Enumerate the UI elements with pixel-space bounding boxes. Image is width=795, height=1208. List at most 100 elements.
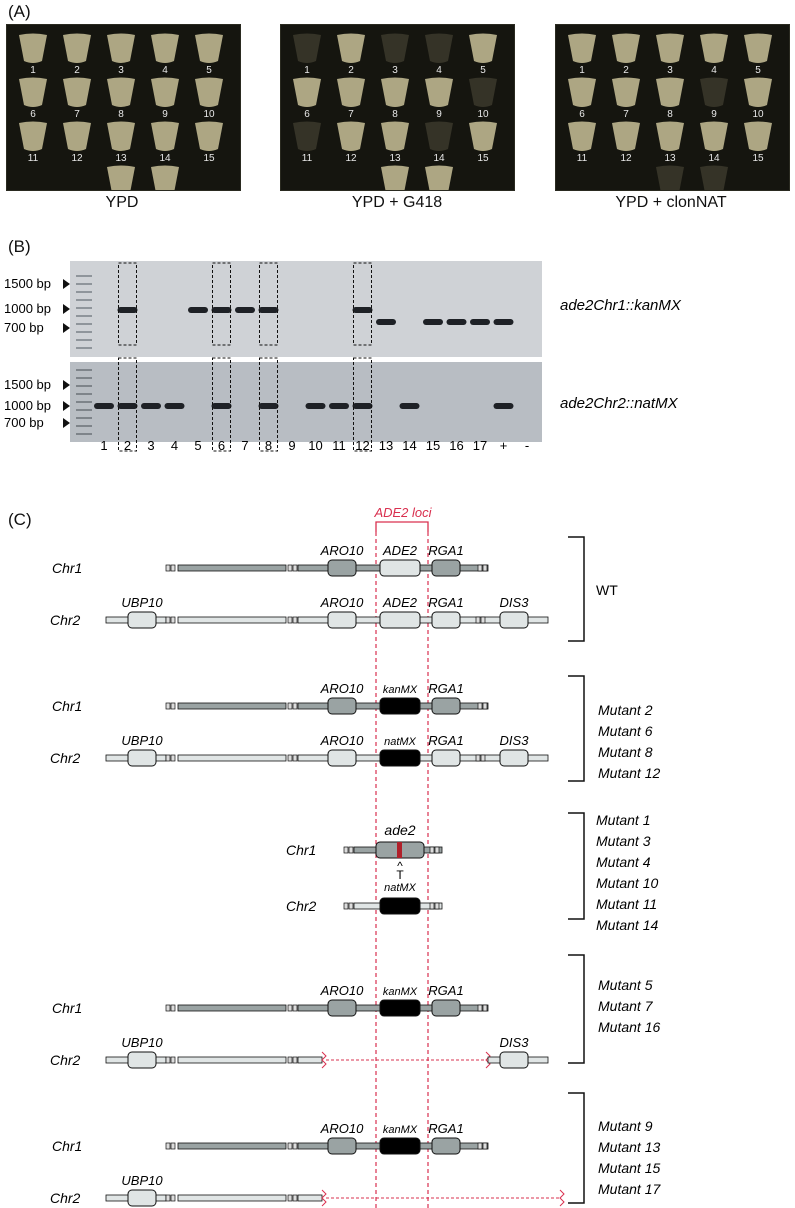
spot-number: 5 bbox=[755, 65, 761, 76]
chrom-break bbox=[482, 564, 488, 572]
chr2-label: Chr2 bbox=[286, 898, 317, 914]
chrom-break bbox=[287, 702, 293, 710]
gene-kanmx-label: kanMX bbox=[383, 986, 418, 998]
gel-figure: 1500 bp 1000 bp 700 bp 1500 bp 1000 bp 7… bbox=[4, 261, 682, 453]
chrom-break bbox=[292, 564, 298, 572]
gene-kanmx bbox=[379, 999, 421, 1017]
mutant-label: Mutant 3 bbox=[596, 833, 651, 849]
chrom-break bbox=[477, 1004, 483, 1012]
mutant-label: Mutant 2 bbox=[598, 702, 653, 718]
spot-number: 9 bbox=[711, 109, 717, 120]
ladder-lane bbox=[76, 275, 92, 435]
chrom-break bbox=[287, 1004, 293, 1012]
gene-rga1-label: RGA1 bbox=[428, 543, 463, 558]
yeast-spot bbox=[612, 33, 640, 63]
marker-arrow bbox=[63, 304, 70, 314]
spot-number: 13 bbox=[389, 153, 401, 164]
yeast-spot bbox=[63, 33, 91, 63]
yeast-spot bbox=[151, 33, 179, 63]
marker-arrow bbox=[63, 380, 70, 390]
chrom-break bbox=[429, 902, 435, 910]
spot-number: 5 bbox=[206, 65, 212, 76]
yeast-spot bbox=[744, 33, 772, 63]
lane-box-bottom-2 bbox=[118, 357, 137, 452]
spot-number: 1 bbox=[30, 65, 36, 76]
gene-rga1-label: RGA1 bbox=[428, 1121, 463, 1136]
gene-aro10 bbox=[327, 559, 357, 577]
chr2-diagram: UBP10 bbox=[105, 1173, 565, 1207]
lane-label-8: 8 bbox=[265, 438, 272, 453]
gene-dis3 bbox=[499, 611, 529, 629]
band-bottom-lane-6 bbox=[211, 403, 232, 409]
yeast-spot bbox=[700, 33, 728, 63]
yeast-spot bbox=[568, 121, 596, 151]
chrom-break bbox=[482, 1004, 488, 1012]
mutant-label: Mutant 9 bbox=[598, 1118, 653, 1134]
gene-aro10-label: ARO10 bbox=[320, 733, 364, 748]
yeast-spot bbox=[195, 33, 223, 63]
band-top-lane-2 bbox=[117, 307, 138, 313]
yeast-spot bbox=[151, 77, 179, 107]
chr1-arm bbox=[177, 702, 287, 710]
yeast-spot bbox=[19, 77, 47, 107]
lane-label-9: 9 bbox=[288, 438, 295, 453]
mutant-label: Mutant 7 bbox=[598, 998, 654, 1014]
mutant-label: Mutant 12 bbox=[598, 765, 660, 781]
snp-label: T bbox=[396, 868, 404, 882]
yeast-spot bbox=[337, 121, 365, 151]
gel-bottom bbox=[70, 362, 542, 442]
chrom-break bbox=[477, 1142, 483, 1150]
spot-number: 3 bbox=[118, 65, 124, 76]
chrom-break bbox=[165, 1194, 171, 1202]
mutant-label: Mutant 14 bbox=[596, 917, 658, 933]
gene-rga1-label: RGA1 bbox=[428, 983, 463, 998]
spot-number: 3 bbox=[392, 65, 398, 76]
yeast-spot bbox=[612, 77, 640, 107]
spot-number: 9 bbox=[162, 109, 168, 120]
gene-natmx-label: natMX bbox=[384, 882, 416, 894]
chrom-break bbox=[429, 846, 435, 854]
gene-dis3-label: DIS3 bbox=[500, 733, 530, 748]
chrom-break bbox=[165, 702, 171, 710]
band-bottom-lane-12 bbox=[352, 403, 373, 409]
chrom-break bbox=[348, 902, 354, 910]
spot-number: 7 bbox=[74, 109, 80, 120]
chr1-label: Chr1 bbox=[286, 842, 316, 858]
lane-boxes bbox=[118, 262, 372, 452]
gene-ubp10-label: UBP10 bbox=[121, 1035, 163, 1050]
gene-ade2 bbox=[379, 611, 421, 629]
chr1-label: Chr1 bbox=[52, 1138, 82, 1154]
chrom-break bbox=[434, 902, 440, 910]
gel-top bbox=[70, 261, 542, 357]
gel-top-label: ade2Chr1::kanMX bbox=[560, 297, 682, 314]
chrom-break bbox=[292, 1142, 298, 1150]
chrom-break bbox=[287, 564, 293, 572]
yeast-spot bbox=[656, 33, 684, 63]
yeast-spot bbox=[195, 121, 223, 151]
chrom-break bbox=[482, 702, 488, 710]
band-bottom-lane-4 bbox=[164, 403, 185, 409]
yeast-spot bbox=[293, 121, 321, 151]
gene-ubp10-label: UBP10 bbox=[121, 733, 163, 748]
gene-dis3 bbox=[499, 749, 529, 767]
spot-number: 2 bbox=[348, 65, 354, 76]
spot-number: 2 bbox=[623, 65, 629, 76]
yeast-spot bbox=[151, 165, 179, 195]
chr2-segment bbox=[297, 1056, 323, 1064]
gene-rga1 bbox=[431, 749, 461, 767]
yeast-spot bbox=[469, 33, 497, 63]
panel-c-label: (C) bbox=[8, 510, 32, 529]
gene-rga1 bbox=[431, 999, 461, 1017]
chrom-break bbox=[165, 1004, 171, 1012]
gene-aro10-label: ARO10 bbox=[320, 1121, 364, 1136]
lane-label-13: 13 bbox=[379, 438, 393, 453]
yeast-spot bbox=[381, 165, 409, 195]
gene-ade2-mut-label: ade2 bbox=[384, 822, 415, 838]
lane-label-15: 15 bbox=[426, 438, 440, 453]
